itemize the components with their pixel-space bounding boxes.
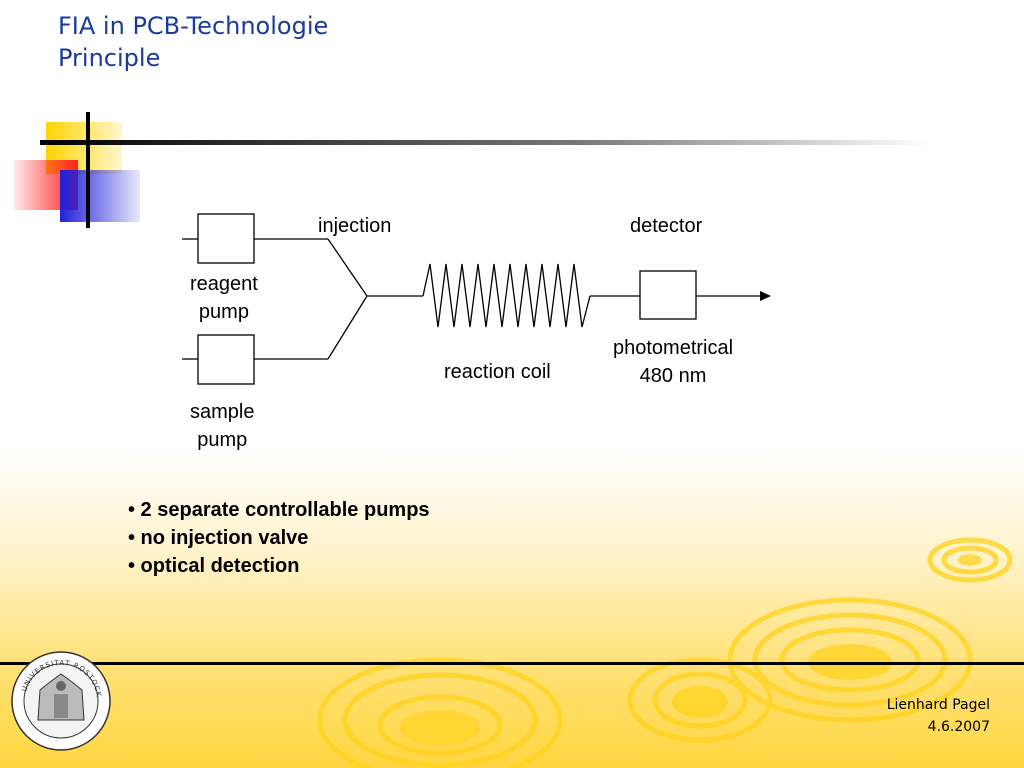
detector-box	[639, 270, 697, 320]
sample-pump-label: sample pump	[190, 398, 254, 454]
photometrical-label-line-2: 480 nm	[639, 365, 707, 387]
bullet-item: • no injection valve	[128, 527, 309, 549]
title-decoration	[14, 112, 930, 228]
detector-label: detector	[630, 215, 703, 237]
injection-label: injection	[318, 215, 392, 237]
sample-pump-label-line-2: pump	[197, 429, 248, 451]
photometrical-label: photometrical 480 nm	[613, 334, 733, 390]
bullet-list: • 2 separate controllable pumps • no inj…	[128, 496, 430, 580]
reagent-pump-box	[197, 213, 255, 264]
bullet-item: • optical detection	[128, 555, 300, 577]
reaction-coil	[422, 263, 591, 328]
footer-info: Lienhard Pagel 4.6.2007	[887, 694, 990, 738]
blue-square	[60, 170, 140, 222]
photometrical-label-line-1: photometrical	[613, 337, 734, 359]
flow-arrow-head	[760, 291, 771, 301]
title-line-2: Principle	[58, 44, 161, 72]
sample-pump-box	[197, 334, 255, 385]
bullet-item: • 2 separate controllable pumps	[128, 499, 430, 521]
title-line-1: FIA in PCB-Technologie	[58, 12, 329, 40]
reagent-pump-label-line-1: reagent	[190, 273, 258, 295]
sample-pump-label-line-1: sample	[190, 401, 255, 423]
footer-author: Lienhard Pagel	[886, 697, 990, 713]
slide-title: FIA in PCB-Technologie Principle	[58, 10, 328, 74]
reaction-coil-label: reaction coil	[444, 361, 551, 383]
reagent-pump-label: reagent pump	[190, 270, 258, 326]
footer-divider	[0, 662, 1024, 665]
university-seal: UNIVERSITAT ROSTOCK	[11, 651, 111, 751]
reagent-pump-label-line-2: pump	[198, 301, 249, 323]
footer-date: 4.6.2007	[927, 719, 990, 735]
